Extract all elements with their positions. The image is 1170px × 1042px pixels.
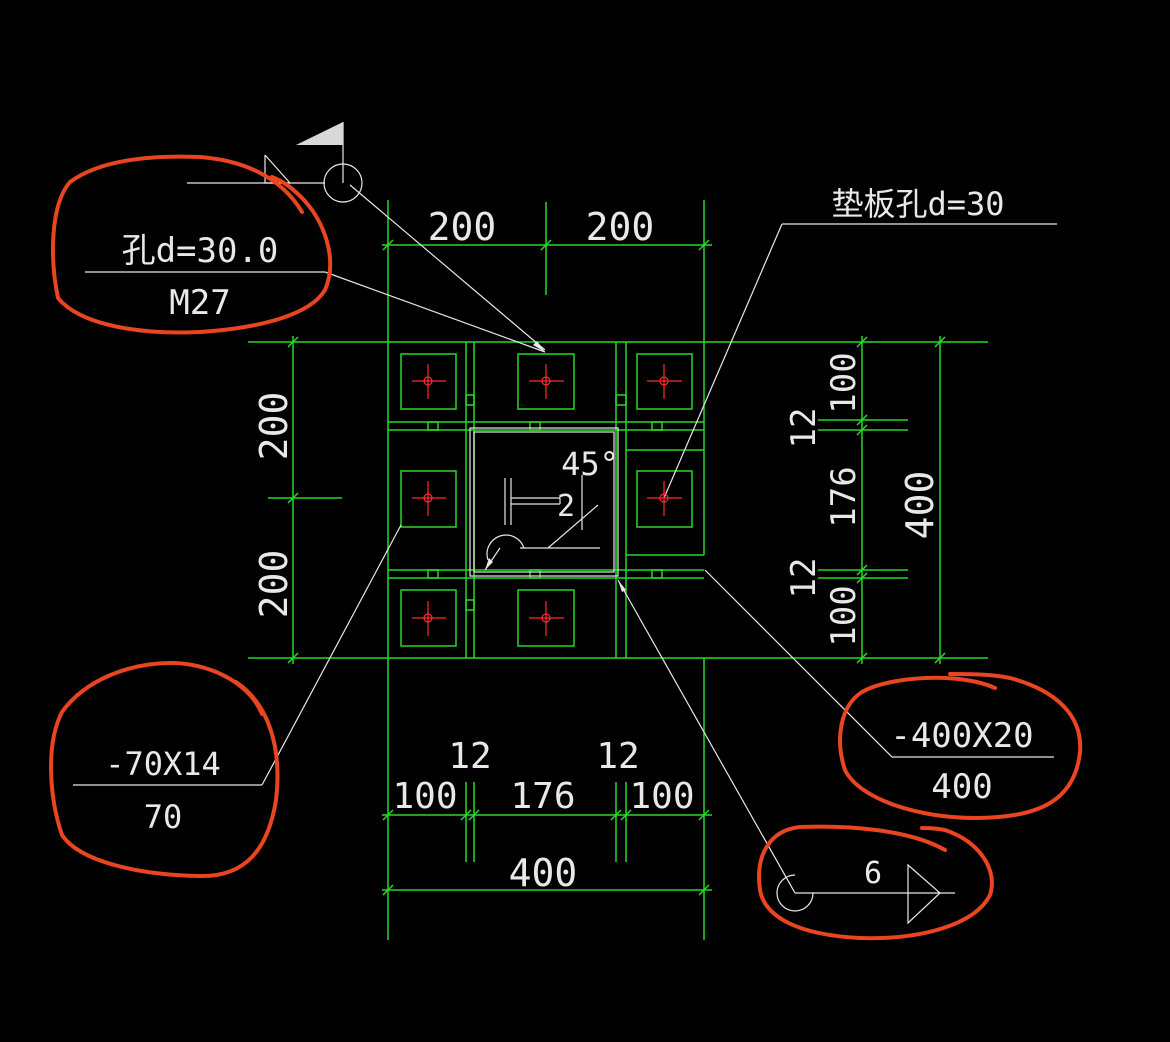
dim-top-right: 200 <box>586 205 655 249</box>
bolt-holes <box>412 364 682 636</box>
weld-size-label: 6 <box>864 856 882 891</box>
dim-bottom-100b: 100 <box>629 776 694 817</box>
weld-angle-mark <box>484 475 600 571</box>
weld-leg-label: 2 <box>557 489 575 524</box>
bolt-hole <box>529 364 564 399</box>
weld-ticks <box>427 394 663 611</box>
dim-right-176: 176 <box>824 466 864 527</box>
dim-bottom-100a: 100 <box>392 776 457 817</box>
markup-circle-hole-callout <box>51 154 333 335</box>
hole-callout-bottom: M27 <box>169 283 230 323</box>
dimension-lines <box>268 202 946 896</box>
dim-left-top: 200 <box>252 392 296 461</box>
bolt-hole <box>647 481 682 516</box>
bolt-hole <box>412 601 446 636</box>
dim-bottom-total: 400 <box>509 851 578 895</box>
leader-arrows <box>485 341 626 592</box>
hole-callout-top: 孔d=30.0 <box>122 231 279 271</box>
dim-bottom-12b: 12 <box>596 736 639 777</box>
elevation-flag-icon <box>264 122 363 203</box>
bolt-hole <box>412 481 446 516</box>
plate-callout-bottom: 400 <box>931 767 992 807</box>
washer-callout: 垫板孔d=30 <box>831 185 1004 223</box>
dim-right-100a: 100 <box>824 352 864 413</box>
weld-symbol-icon <box>776 863 941 925</box>
weld-angle-label: 45° <box>561 445 619 483</box>
stiffener-callout-top: -70X14 <box>105 745 221 783</box>
i-beam-icon <box>504 478 561 525</box>
dim-top-left: 200 <box>428 205 497 249</box>
dim-bottom-176: 176 <box>510 776 575 817</box>
dim-right-total: 400 <box>898 471 942 540</box>
dim-right-12b: 12 <box>784 558 824 599</box>
dim-right-12a: 12 <box>784 408 824 449</box>
bolt-hole <box>412 364 446 399</box>
washer-plates <box>400 353 693 647</box>
plate-callout-top: -400X20 <box>890 716 1033 756</box>
stiffener-callout-bottom: 70 <box>144 798 183 836</box>
dim-right-100b: 100 <box>824 585 864 646</box>
markup-circle-stiffener-callout <box>49 660 280 879</box>
column-section <box>469 427 619 577</box>
markup-circle-weld-symbol <box>757 824 994 941</box>
leader-lines <box>73 182 1057 894</box>
markup-circle-plate-callout <box>838 672 1083 820</box>
bolt-hole <box>647 364 682 399</box>
dim-bottom-12a: 12 <box>448 736 491 777</box>
bolt-hole <box>529 601 564 636</box>
dim-left-bottom: 200 <box>252 550 296 619</box>
